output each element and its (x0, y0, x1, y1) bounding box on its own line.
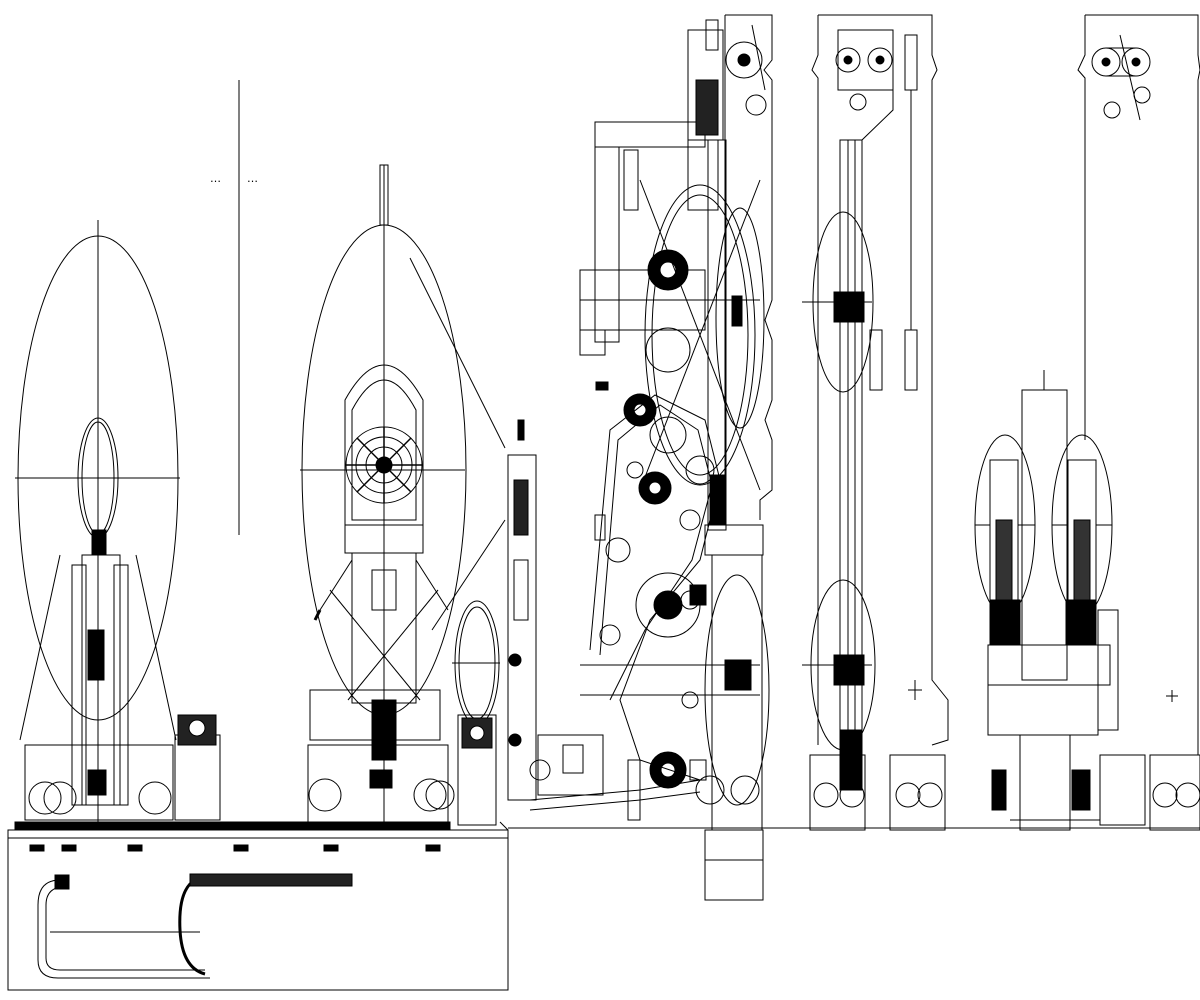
tower-frame-1 (696, 15, 772, 900)
tower-frame-2 (802, 15, 948, 830)
cable-drag-chain (38, 874, 352, 978)
base-rail (8, 822, 508, 990)
annotation-left: … (210, 172, 221, 185)
unwinder-centre (300, 165, 505, 830)
unwinder-left (15, 220, 220, 830)
roller-stack (580, 20, 760, 820)
annotation-right: … (247, 172, 258, 185)
rewinder-section (975, 15, 1200, 830)
